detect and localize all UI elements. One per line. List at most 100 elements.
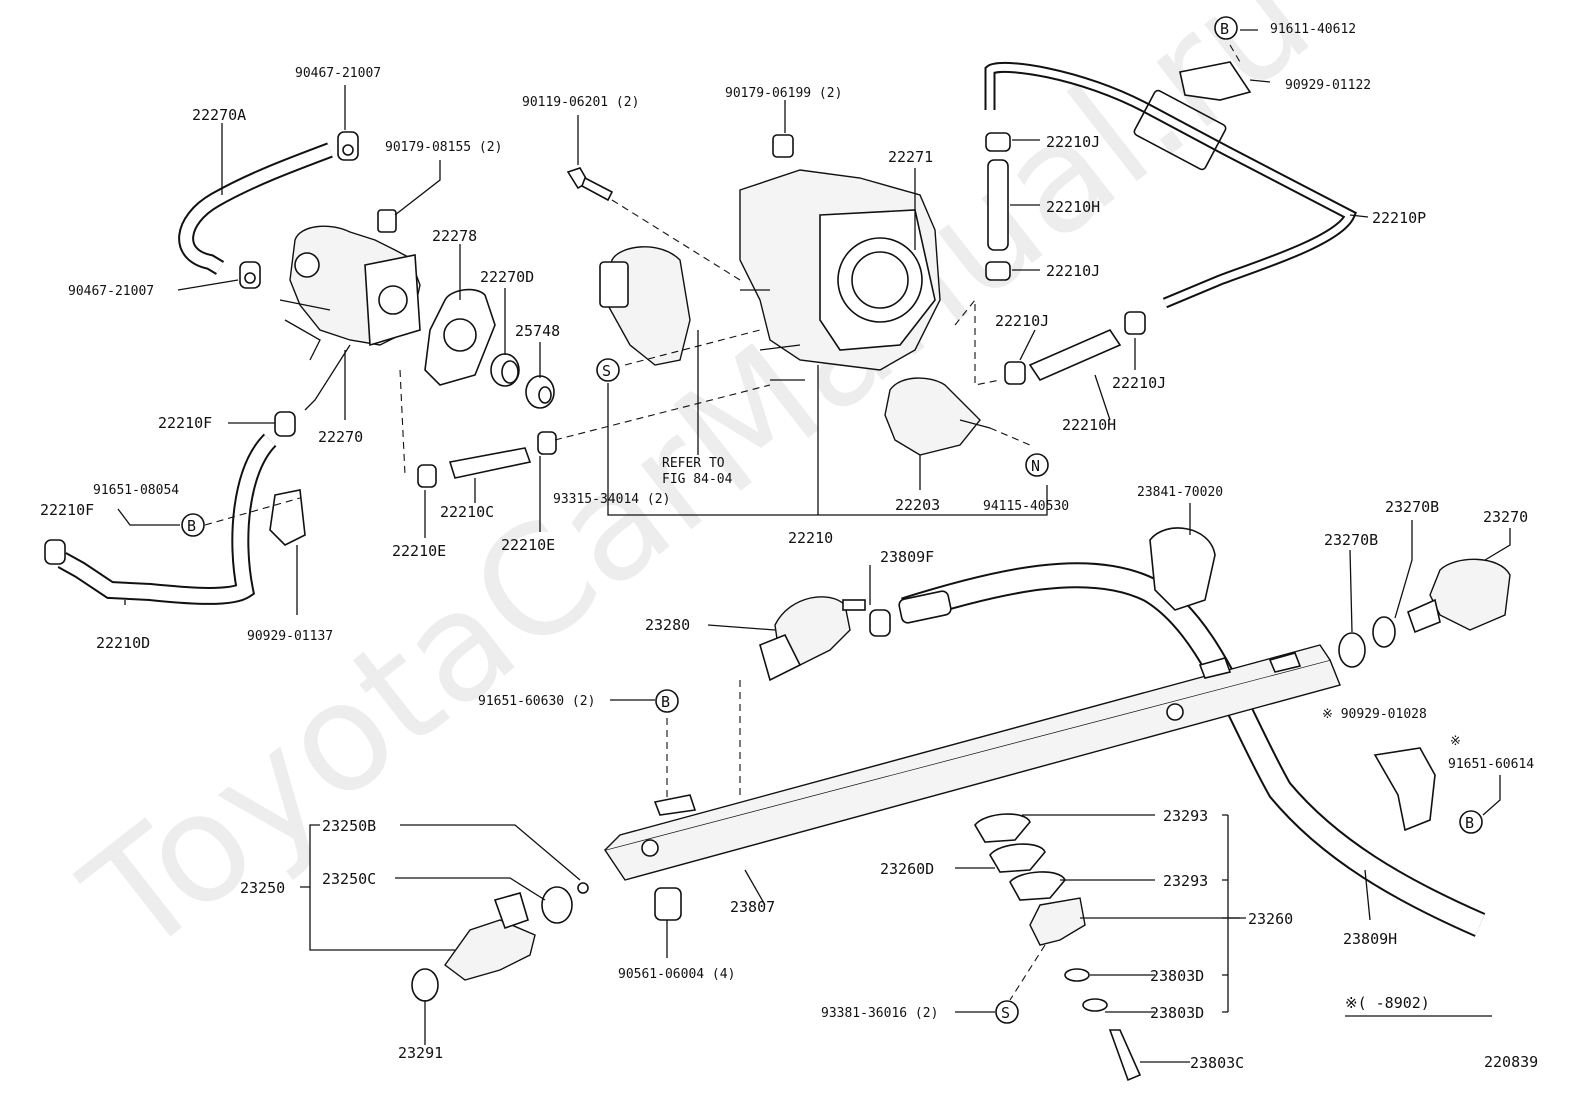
label-22271: 22271: [888, 148, 933, 166]
label-22270D: 22270D: [480, 268, 534, 286]
svg-text:B: B: [187, 517, 196, 535]
label-23807: 23807: [730, 898, 775, 916]
svg-text:N: N: [1031, 457, 1040, 475]
label-90467-21007-top: 90467-21007: [295, 66, 381, 81]
label-23270: 23270: [1483, 508, 1528, 526]
label-25748: 25748: [515, 322, 560, 340]
gasket-22278: [424, 288, 496, 386]
clamp-22210J-a: [985, 132, 1011, 152]
clamp-22210F-b: [44, 539, 66, 565]
label-91651-60614: 91651-60614: [1448, 757, 1534, 772]
label-23803C: 23803C: [1190, 1054, 1244, 1072]
clamp-23809F: [869, 609, 891, 637]
idle-speed-valve-22203: [884, 377, 991, 456]
label-93381-36016: 93381-36016 (2): [821, 1006, 938, 1021]
label-22210: 22210: [788, 529, 833, 547]
injector-23250: [444, 882, 589, 981]
label-22210J-a: 22210J: [1046, 133, 1100, 151]
label-23260: 23260: [1248, 910, 1293, 928]
symbol-b-upper-left: B: [181, 513, 205, 537]
label-22210H-b: 22210H: [1062, 416, 1116, 434]
label-22210F-a: 22210F: [158, 414, 212, 432]
label-91651-60614-mark: ※: [1450, 734, 1461, 749]
dashed-guides: [204, 44, 1241, 1001]
label-23841-70020: 23841-70020: [1137, 485, 1223, 500]
nut-90179-06199: [772, 134, 794, 158]
label-22210D: 22210D: [96, 634, 150, 652]
insulator-23291: [411, 968, 439, 1002]
label-90467-21007-left: 90467-21007: [68, 284, 154, 299]
hose-22210C: [448, 447, 532, 479]
label-94115-40530: 94115-40530: [983, 499, 1069, 514]
label-23293-b: 23293: [1163, 872, 1208, 890]
air-valve-22270: [279, 225, 421, 411]
label-91651-08054: 91651-08054: [93, 483, 179, 498]
nut-90179-08155: [377, 209, 397, 233]
label-22210E-a: 22210E: [392, 542, 446, 560]
symbol-b-center: B: [655, 689, 679, 713]
label-23809F: 23809F: [880, 548, 934, 566]
svg-text:B: B: [661, 693, 670, 711]
refer-note-line2: FIG 84-04: [662, 472, 733, 487]
clamp-22210E-b: [537, 431, 557, 455]
hose-23809F-end: [898, 590, 952, 624]
o-ring-23270B-a: [1338, 632, 1366, 668]
clamp-22210J-c: [1004, 361, 1026, 385]
pulsation-damper-23280: [759, 596, 866, 682]
label-22270: 22270: [318, 428, 363, 446]
refer-note-line1: REFER TO: [662, 456, 725, 471]
part-labels: 90467-21007 22270A 90179-08155 (2) 90467…: [40, 22, 1538, 1072]
symbol-b-right: B: [1459, 810, 1483, 834]
clamp-22210E-a: [417, 464, 437, 488]
symbol-s-lower: S: [995, 1000, 1019, 1024]
leader-lines: [117, 29, 1511, 1063]
symbol-n-idle: N: [1025, 453, 1049, 477]
bracket-90929-01122: [1179, 61, 1252, 101]
legend-note: ※( -8902): [1345, 994, 1430, 1012]
ring-22270D: [490, 353, 520, 387]
label-22210J-b: 22210J: [1046, 262, 1100, 280]
hose-22270A: [178, 142, 333, 275]
label-23280: 23280: [645, 616, 690, 634]
label-23291: 23291: [398, 1044, 443, 1062]
svg-text:B: B: [1465, 814, 1474, 832]
label-23270B-a: 23270B: [1385, 498, 1439, 516]
hose-22210D: [57, 433, 277, 605]
clamp-90467-left: [239, 261, 261, 289]
label-23250B: 23250B: [322, 817, 376, 835]
seal-25748: [525, 375, 555, 409]
cold-start-injector-23260: [974, 813, 1142, 1082]
label-22210J-d: 22210J: [1112, 374, 1166, 392]
label-22210H-a: 22210H: [1046, 198, 1100, 216]
label-23250C: 23250C: [322, 870, 376, 888]
label-23270B-b: 23270B: [1324, 531, 1378, 549]
throttle-body-22210: [739, 169, 941, 381]
label-90179-08155: 90179-08155 (2): [385, 140, 502, 155]
o-ring-23270B-b: [1372, 616, 1396, 648]
pipe-22210P: [984, 61, 1357, 309]
label-90929-01122: 90929-01122: [1285, 78, 1371, 93]
label-22270A: 22270A: [192, 106, 246, 124]
label-22278: 22278: [432, 227, 477, 245]
label-22210E-b: 22210E: [501, 536, 555, 554]
label-90929-01028: ※ 90929-01028: [1322, 707, 1427, 722]
label-22210C: 22210C: [440, 503, 494, 521]
hose-22210H-lower: [1028, 328, 1122, 382]
label-22210F-b: 22210F: [40, 501, 94, 519]
fuel-pressure-regulator-23270: [1407, 558, 1511, 634]
label-90561-06004: 90561-06004 (4): [618, 967, 735, 982]
svg-text:S: S: [1001, 1004, 1010, 1022]
label-90929-01137: 90929-01137: [247, 629, 333, 644]
svg-text:B: B: [1220, 20, 1229, 38]
symbol-s-throttle: S: [596, 358, 620, 382]
label-90119-06201: 90119-06201 (2): [522, 95, 639, 110]
label-23260D: 23260D: [880, 860, 934, 878]
clamp-22210F-a: [274, 411, 296, 437]
label-90179-06199: 90179-06199 (2): [725, 86, 842, 101]
label-23803D-a: 23803D: [1150, 967, 1204, 985]
label-93315-34014: 93315-34014 (2): [553, 492, 670, 507]
label-23809H: 23809H: [1343, 930, 1397, 948]
svg-text:S: S: [602, 362, 611, 380]
clamp-23841-70020: [1149, 527, 1216, 611]
